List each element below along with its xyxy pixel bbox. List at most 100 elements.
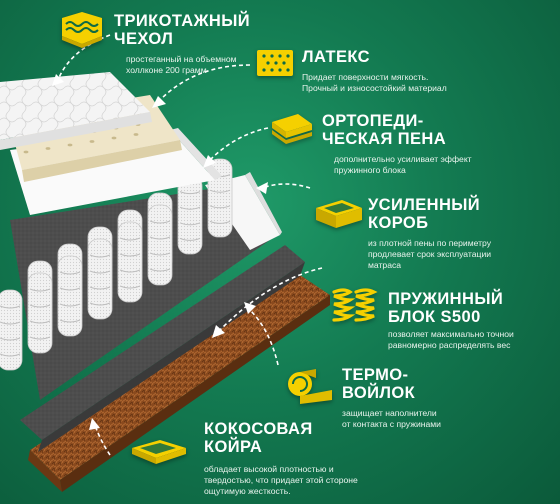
spring-coil-line xyxy=(89,286,111,290)
spring-pocket xyxy=(147,204,173,286)
latex-hole xyxy=(45,147,51,150)
title-line-1: ОРТОПЕДИ- xyxy=(322,112,424,130)
arrow-latex xyxy=(159,64,251,101)
desc-line-2: твердостью, что придает этой стороне xyxy=(204,475,358,485)
spring-pocket xyxy=(177,175,203,255)
spring-coil-line xyxy=(59,271,81,275)
feature-box-title: УСИЛЕННЫЙ КОРОБ xyxy=(368,196,491,232)
desc-line-2: равномерно распределять вес xyxy=(388,340,511,350)
mattress-box-icon xyxy=(312,196,364,237)
desc-line-1: обладает высокой плотностью и xyxy=(204,464,334,474)
title-line-2: ЧЕХОЛ xyxy=(114,30,174,48)
springs-icon xyxy=(330,286,378,331)
spring-coil-line xyxy=(149,236,171,240)
feature-cover-desc: простеганный на объемном холлконе 200 гр… xyxy=(126,54,250,76)
spring-coil-line xyxy=(0,353,21,357)
feature-ortho-foam-desc: дополнительно усиливает эффект пружинног… xyxy=(334,154,472,176)
spring-pocket xyxy=(27,272,53,354)
desc-line-1: из плотной пены по периметру xyxy=(368,238,492,248)
spring-coil-line xyxy=(89,302,111,306)
spring-coil-line xyxy=(179,206,201,210)
title-line-2: КОРОБ xyxy=(368,214,429,232)
spring-coil-line xyxy=(59,303,81,307)
spring-coil-line xyxy=(29,288,51,292)
spring-coil-line xyxy=(89,270,111,274)
desc-line-2: Прочный и износостойкий материал xyxy=(302,83,447,93)
felt-layer xyxy=(20,245,305,452)
spring-coil-line xyxy=(179,191,201,195)
spring-pocket xyxy=(57,255,83,337)
title-line-2: ВОЙЛОК xyxy=(342,384,416,402)
title-line-2: БЛОК S500 xyxy=(388,308,481,326)
coconut-layer xyxy=(28,275,330,492)
title-line-2: КОЙРА xyxy=(204,438,263,456)
feature-springs-desc: позволяет максимально точнои равномерно … xyxy=(388,329,514,351)
title-line-1: ПРУЖИННЫЙ xyxy=(388,290,504,308)
feature-ortho-foam: ОРТОПЕДИ- ЧЕСКАЯ ПЕНА дополнительно усил… xyxy=(322,112,472,176)
spring-coil-line xyxy=(179,222,201,226)
spring-block xyxy=(0,158,233,371)
feature-springs-title: ПРУЖИННЫЙ БЛОК S500 xyxy=(388,290,514,326)
desc-line-1: Придает поверхности мягкость. xyxy=(302,72,429,82)
spring-coil-line xyxy=(89,254,111,258)
spring-pocket xyxy=(0,289,23,371)
title-line-1: УСИЛЕННЫЙ xyxy=(368,196,481,214)
spring-coil-line xyxy=(59,287,81,291)
feature-coconut: КОКОСОВАЯ КОЙРА обладает высокой плотнос… xyxy=(204,420,358,497)
spring-coil-line xyxy=(119,253,141,257)
spring-coil-line xyxy=(59,319,81,323)
title-line-1: ЛАТЕКС xyxy=(302,48,370,66)
feature-felt: ТЕРМО- ВОЙЛОК защищает наполнители от ко… xyxy=(342,366,441,430)
spring-coil-line xyxy=(29,336,51,340)
desc-line-2: пружинного блока xyxy=(334,165,406,175)
quilted-fabric-icon xyxy=(60,10,104,53)
foam-layers-icon xyxy=(268,112,314,153)
latex-hole xyxy=(89,140,95,143)
latex-block-icon xyxy=(255,46,295,85)
title-line-1: ТЕРМО- xyxy=(342,366,409,384)
spring-coil-line xyxy=(119,269,141,273)
feature-springs: ПРУЖИННЫЙ БЛОК S500 позволяет максимальн… xyxy=(388,290,514,351)
spring-coil-line xyxy=(29,304,51,308)
arrow-ortho-foam xyxy=(209,127,269,161)
arrow-felt xyxy=(249,309,279,366)
desc-line-3: ощутимую жесткость. xyxy=(204,486,291,496)
feature-latex-title: ЛАТЕКС xyxy=(302,48,447,66)
arrow-box xyxy=(261,183,311,189)
feature-coconut-title: КОКОСОВАЯ КОЙРА xyxy=(204,420,358,456)
arrow-springs xyxy=(219,267,323,331)
feature-coconut-desc: обладает высокой плотностью и твердостью… xyxy=(204,464,358,497)
title-line-2: ЧЕСКАЯ ПЕНА xyxy=(322,130,447,148)
latex-hole xyxy=(133,133,139,136)
desc-line-2: холлконе 200 грамм xyxy=(126,65,207,75)
spring-coil-line xyxy=(29,320,51,324)
feature-box: УСИЛЕННЫЙ КОРОБ из плотной пены по перим… xyxy=(368,196,491,271)
spring-coil-line xyxy=(0,337,21,341)
spring-coil-line xyxy=(209,205,231,209)
desc-line-1: защищает наполнители xyxy=(342,408,437,418)
spring-pocket xyxy=(87,238,113,320)
spring-coil-line xyxy=(149,220,171,224)
feature-box-desc: из плотной пены по периметру продлевает … xyxy=(368,238,491,271)
feature-latex-desc: Придает поверхности мягкость. Прочный и … xyxy=(302,72,447,94)
latex-hole xyxy=(67,143,73,147)
spring-coil-line xyxy=(209,220,231,224)
desc-line-3: матраса xyxy=(368,260,402,270)
spring-coil-line xyxy=(149,268,171,272)
desc-line-2: от контакта с пружинами xyxy=(342,419,441,429)
desc-line-1: позволяет максимально точнои xyxy=(388,329,514,339)
feature-ortho-foam-title: ОРТОПЕДИ- ЧЕСКАЯ ПЕНА xyxy=(322,112,472,148)
spring-coil-line xyxy=(119,285,141,289)
spring-coil-line xyxy=(209,189,231,193)
desc-line-2: продлевает срок эксплуатации xyxy=(368,249,492,259)
quilted-cover-layer xyxy=(0,72,152,150)
spring-coil-line xyxy=(179,237,201,241)
feature-felt-title: ТЕРМО- ВОЙЛОК xyxy=(342,366,441,402)
feature-latex: ЛАТЕКС Придает поверхности мягкость. Про… xyxy=(302,48,447,94)
feature-felt-desc: защищает наполнители от контакта с пружи… xyxy=(342,408,441,430)
arrow-cover xyxy=(57,34,111,81)
latex-hole xyxy=(111,136,117,140)
coconut-coir-icon xyxy=(126,436,190,471)
